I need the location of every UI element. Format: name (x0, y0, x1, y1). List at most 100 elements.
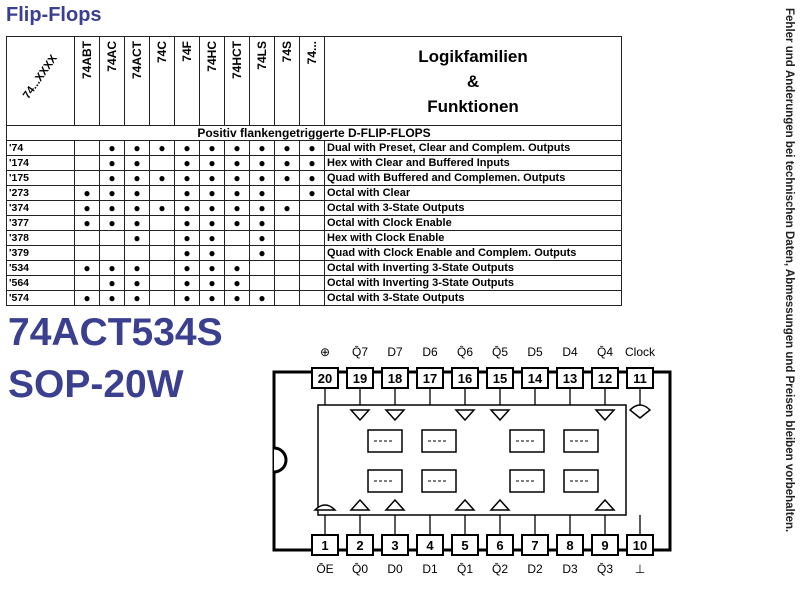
availability-cell: ● (174, 260, 200, 276)
table-header-row: 74...XXXX 74ABT 74AC 74ACT 74C 74F 74HC … (6, 36, 622, 126)
availability-cell (124, 245, 150, 261)
availability-cell: ● (124, 290, 150, 306)
table-row: '379●●●Quad with Clock Enable and Comple… (6, 245, 622, 261)
availability-cell: ● (224, 200, 250, 216)
availability-cell: ● (199, 260, 225, 276)
availability-cell: ● (99, 140, 125, 156)
pin-number: 10 (633, 538, 647, 553)
availability-cell (299, 260, 325, 276)
availability-cell: ● (299, 170, 325, 186)
type-code: '378 (6, 230, 75, 246)
section-title: Positiv flankengetriggerte D-FLIP-FLOPS (6, 125, 622, 141)
family-label: 74S (280, 41, 294, 63)
availability-cell: ● (124, 185, 150, 201)
table-row: '74●●●●●●●●●Dual with Preset, Clear and … (6, 140, 622, 156)
function-description: Hex with Clock Enable (324, 230, 622, 246)
availability-cell: ● (249, 290, 275, 306)
availability-cell: ● (99, 290, 125, 306)
availability-cell: ● (74, 200, 100, 216)
availability-cell (299, 275, 325, 291)
availability-cell (74, 140, 100, 156)
pin-number: 20 (318, 371, 332, 386)
availability-cell (149, 215, 175, 231)
output-buffer (349, 409, 371, 422)
availability-cell (74, 155, 100, 171)
availability-cell: ● (124, 170, 150, 186)
availability-cell (74, 275, 100, 291)
availability-cell: ● (174, 185, 200, 201)
corner-label: 74...XXXX (20, 52, 60, 102)
function-header-line: Funktionen (427, 96, 519, 116)
pin-label: D2 (527, 562, 543, 576)
type-code: '374 (6, 200, 75, 216)
function-header-line: & (466, 71, 480, 91)
availability-cell (149, 155, 175, 171)
family-label: 74HCT (230, 41, 244, 80)
availability-cell: ● (174, 170, 200, 186)
availability-cell: ● (224, 290, 250, 306)
availability-cell (149, 275, 175, 291)
availability-cell (149, 290, 175, 306)
ic-pinout-diagram: 20⊕1ŌE19Q̄72Q̄018D73D017D64D116Q̄65Q̄115… (272, 345, 672, 576)
output-buffer (454, 498, 476, 511)
availability-cell: ● (199, 230, 225, 246)
availability-cell (249, 260, 275, 276)
availability-cell (299, 230, 325, 246)
availability-cell: ● (174, 230, 200, 246)
pin-number: 16 (458, 371, 472, 386)
availability-cell: ● (99, 275, 125, 291)
type-code: '174 (6, 155, 75, 171)
pin-label: D6 (422, 345, 438, 359)
clock-gate (628, 404, 652, 419)
pin-number: 1 (321, 538, 328, 553)
pin-label: D5 (527, 345, 543, 359)
output-buffer (489, 409, 511, 422)
availability-cell (274, 185, 300, 201)
type-code: '175 (6, 170, 75, 186)
table-row: '174●●●●●●●●Hex with Clear and Buffered … (6, 155, 622, 171)
family-label: 74F (180, 41, 194, 62)
pin-number: 7 (531, 538, 538, 553)
availability-cell (274, 215, 300, 231)
family-header: 74C (149, 36, 175, 126)
availability-cell (274, 245, 300, 261)
pin-label: D4 (562, 345, 578, 359)
availability-cell: ● (249, 170, 275, 186)
availability-cell: ● (224, 170, 250, 186)
function-description: Quad with Clock Enable and Complem. Outp… (324, 245, 622, 261)
family-label: 74HC (205, 41, 219, 72)
availability-cell: ● (224, 155, 250, 171)
availability-cell: ● (174, 140, 200, 156)
function-description: Quad with Buffered and Complemen. Output… (324, 170, 622, 186)
type-code: '273 (6, 185, 75, 201)
section-row: Positiv flankengetriggerte D-FLIP-FLOPS (6, 125, 622, 141)
pin-label: Q̄0 (352, 562, 368, 576)
availability-cell: ● (99, 185, 125, 201)
availability-cell: ● (249, 230, 275, 246)
pin-label: D1 (422, 562, 438, 576)
availability-cell: ● (199, 245, 225, 261)
function-header-line: Logikfamilien (418, 46, 528, 66)
availability-cell: ● (124, 155, 150, 171)
availability-cell (299, 245, 325, 261)
availability-cell (74, 230, 100, 246)
availability-cell: ● (199, 155, 225, 171)
pin-label: Clock (625, 345, 656, 359)
availability-cell: ● (124, 200, 150, 216)
page-title: Flip-Flops (6, 4, 102, 26)
function-header: Logikfamilien & Funktionen (324, 36, 622, 126)
availability-cell (274, 260, 300, 276)
availability-cell: ● (174, 245, 200, 261)
table-row: '378●●●●Hex with Clock Enable (6, 230, 622, 246)
pin-label: Q̄6 (457, 345, 473, 359)
pin-label: ⊥ (635, 562, 645, 576)
pin-label: D7 (387, 345, 403, 359)
pin-number: 2 (356, 538, 363, 553)
availability-cell: ● (124, 275, 150, 291)
availability-cell: ● (274, 140, 300, 156)
availability-cell (274, 230, 300, 246)
type-code: '379 (6, 245, 75, 261)
pin-label: Q̄2 (492, 562, 508, 576)
function-description: Octal with Clear (324, 185, 622, 201)
availability-cell: ● (149, 200, 175, 216)
